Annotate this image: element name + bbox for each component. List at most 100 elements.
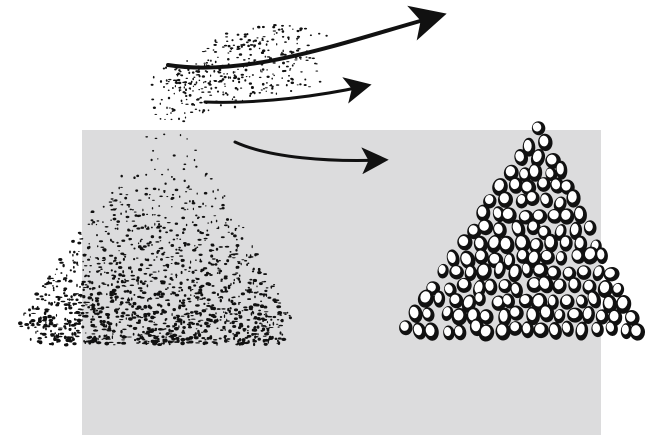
grain (233, 337, 235, 340)
grain (175, 249, 177, 251)
grain (184, 244, 186, 247)
grain (34, 292, 39, 295)
grain (59, 333, 64, 335)
grain (87, 246, 90, 249)
particle (286, 58, 288, 59)
particle (185, 104, 188, 105)
grain (54, 332, 56, 334)
grain (223, 311, 224, 313)
grain (111, 283, 113, 286)
grain (230, 251, 232, 253)
grain (85, 284, 88, 285)
grain (261, 325, 266, 327)
grain (120, 204, 123, 205)
grain (167, 333, 169, 335)
grain (212, 190, 214, 193)
grain (119, 319, 123, 320)
particle (256, 37, 258, 38)
grain (78, 314, 82, 316)
grain (55, 274, 56, 275)
grain (138, 333, 140, 336)
grain (138, 268, 141, 271)
particle (274, 34, 275, 35)
grain (151, 277, 153, 278)
particle (273, 62, 276, 64)
grain (144, 333, 145, 334)
grain (163, 252, 165, 254)
particle (168, 79, 171, 80)
grain (49, 319, 51, 322)
grain (72, 303, 77, 305)
grain (175, 294, 179, 297)
grain (117, 245, 121, 247)
grain (70, 299, 74, 301)
grain (51, 342, 54, 345)
grain (63, 292, 65, 295)
grain (63, 279, 65, 281)
grain (277, 293, 279, 295)
grain (44, 293, 47, 296)
grain (70, 269, 72, 271)
grain (112, 277, 115, 280)
grain (197, 192, 198, 194)
grain (211, 205, 213, 207)
pebble-highlight (569, 309, 579, 318)
grain (196, 324, 200, 325)
particle (281, 28, 283, 30)
grain (18, 321, 22, 325)
grain (213, 321, 216, 324)
particle (174, 68, 177, 70)
particle (300, 58, 301, 59)
grain (104, 342, 109, 346)
particle (249, 82, 252, 84)
particle (262, 38, 264, 40)
particle (318, 33, 320, 35)
grain (159, 229, 162, 232)
grain (88, 280, 92, 282)
particle (297, 84, 299, 85)
particle (208, 84, 211, 86)
grain (217, 272, 219, 274)
grain (136, 342, 139, 344)
grain (169, 242, 171, 244)
grain (121, 297, 125, 299)
grain (52, 280, 54, 281)
grain (67, 298, 69, 300)
grain (179, 238, 181, 240)
grain (131, 279, 135, 281)
grain (134, 339, 136, 341)
grain (280, 320, 283, 322)
grain (171, 256, 174, 257)
grain (100, 268, 102, 270)
grain (200, 325, 203, 328)
particle (160, 80, 162, 83)
grain (102, 221, 104, 222)
grain (263, 336, 267, 337)
grain (267, 316, 272, 318)
grain (38, 337, 42, 340)
particle (295, 57, 298, 58)
grain (172, 339, 174, 341)
grain (216, 220, 218, 223)
particle (237, 69, 239, 70)
grain (205, 308, 207, 309)
particle (206, 62, 208, 64)
grain (37, 340, 41, 343)
grain (191, 336, 193, 338)
particle (186, 60, 188, 62)
grain (175, 337, 179, 340)
grain (253, 343, 255, 346)
grain (256, 318, 260, 319)
grain (202, 298, 204, 300)
grain (191, 323, 195, 325)
particle (293, 54, 296, 56)
grain (289, 316, 292, 319)
grain (253, 268, 255, 271)
grain (35, 331, 36, 334)
grain (79, 286, 81, 288)
grain (220, 329, 224, 331)
grain (110, 239, 112, 242)
grain (228, 298, 230, 301)
particle (253, 59, 256, 61)
particle (161, 99, 163, 101)
